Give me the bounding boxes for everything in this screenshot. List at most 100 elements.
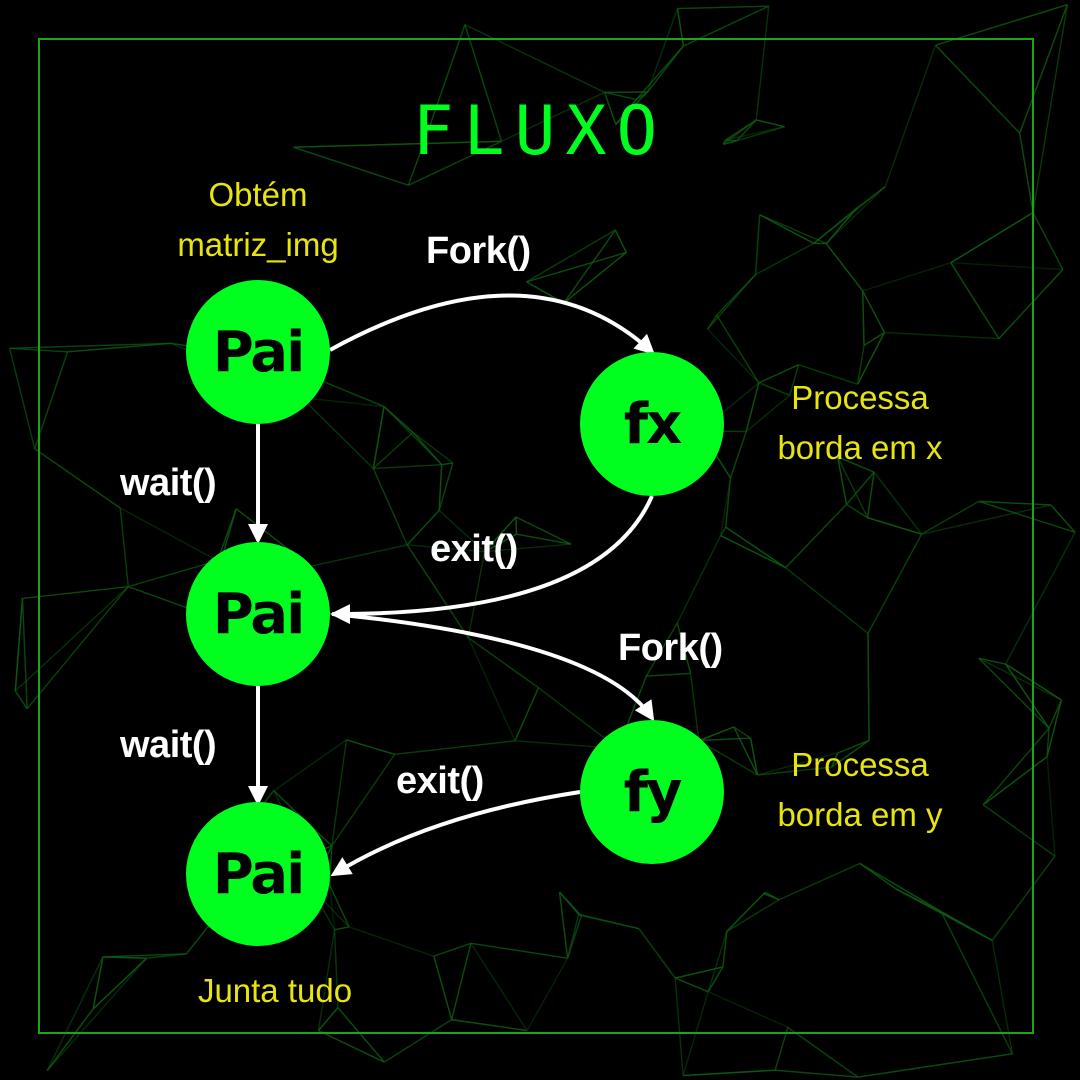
network-line bbox=[677, 5, 769, 10]
network-line bbox=[736, 126, 785, 142]
network-line bbox=[563, 229, 616, 304]
network-line bbox=[706, 314, 718, 330]
network-line bbox=[950, 261, 1063, 271]
network-line bbox=[578, 913, 640, 930]
network-line bbox=[1050, 504, 1076, 533]
network-line bbox=[674, 977, 709, 993]
network-line bbox=[982, 804, 1056, 857]
network-line bbox=[716, 273, 757, 316]
network-line bbox=[318, 1029, 385, 1063]
network-line bbox=[46, 956, 104, 1071]
network-line bbox=[978, 657, 1006, 665]
network-line bbox=[745, 382, 760, 432]
network-line bbox=[1032, 212, 1064, 270]
network-line bbox=[92, 956, 104, 1010]
network-line bbox=[689, 673, 700, 741]
network-line bbox=[566, 915, 582, 959]
network-line bbox=[470, 942, 568, 959]
network-line bbox=[328, 884, 336, 930]
network-line bbox=[837, 456, 875, 473]
network-line bbox=[982, 804, 1056, 857]
network-line bbox=[837, 739, 870, 754]
network-line bbox=[707, 966, 724, 993]
network-line bbox=[707, 931, 728, 992]
network-line bbox=[526, 251, 627, 283]
network-line bbox=[856, 345, 865, 385]
network-line bbox=[726, 893, 765, 932]
network-line bbox=[467, 551, 486, 638]
network-line bbox=[857, 332, 886, 385]
network-line bbox=[333, 929, 339, 1008]
network-line bbox=[884, 331, 999, 340]
network-line bbox=[438, 462, 454, 511]
network-line bbox=[846, 503, 868, 519]
network-line bbox=[754, 214, 761, 275]
network-line bbox=[789, 364, 800, 396]
network-line bbox=[467, 637, 516, 742]
network-line bbox=[845, 471, 875, 505]
network-line bbox=[337, 1007, 385, 1063]
network-line bbox=[1019, 4, 1068, 134]
network-line bbox=[759, 214, 827, 245]
caption-pai-top-line2: matriz_img bbox=[177, 226, 339, 263]
network-line bbox=[830, 752, 839, 768]
network-line bbox=[310, 544, 408, 568]
network-line bbox=[723, 140, 737, 145]
network-line bbox=[862, 262, 952, 292]
network-line bbox=[857, 1053, 1013, 1078]
network-line bbox=[982, 756, 1048, 806]
network-line bbox=[614, 229, 627, 253]
network-line bbox=[978, 500, 1076, 533]
network-line bbox=[515, 516, 518, 535]
network-line bbox=[615, 91, 649, 125]
network-line bbox=[1048, 699, 1063, 729]
network-line bbox=[759, 214, 815, 244]
network-line bbox=[866, 472, 875, 518]
network-line bbox=[451, 1018, 528, 1032]
network-line bbox=[991, 940, 1014, 1054]
network-line bbox=[758, 382, 791, 396]
network-line bbox=[720, 526, 727, 537]
network-line bbox=[862, 290, 886, 333]
edge-fork-fy-arrow bbox=[331, 612, 655, 722]
network-line bbox=[1005, 663, 1050, 729]
network-line bbox=[716, 314, 760, 384]
network-line bbox=[825, 186, 886, 245]
network-line bbox=[836, 456, 848, 505]
network-line bbox=[14, 598, 24, 692]
network-line bbox=[128, 560, 218, 588]
network-line bbox=[978, 500, 1051, 506]
network-line bbox=[372, 431, 414, 470]
network-line bbox=[603, 92, 617, 125]
network-line bbox=[34, 351, 69, 450]
network-line bbox=[645, 622, 678, 677]
network-line bbox=[978, 500, 1076, 533]
network-line bbox=[707, 991, 789, 1028]
network-line bbox=[675, 966, 724, 979]
network-line bbox=[758, 382, 791, 396]
caption-fx-line1: Processa bbox=[791, 379, 929, 416]
network-line bbox=[422, 24, 466, 144]
network-line bbox=[720, 526, 727, 537]
network-line bbox=[733, 726, 752, 739]
network-line bbox=[526, 229, 616, 283]
edge-label-fork-fx: Fork() bbox=[426, 230, 531, 272]
network-line bbox=[921, 500, 980, 535]
network-line bbox=[733, 726, 759, 776]
network-line bbox=[895, 888, 993, 942]
network-line bbox=[317, 929, 336, 1031]
network-line bbox=[764, 891, 780, 901]
network-line bbox=[982, 727, 1050, 806]
network-line bbox=[798, 364, 858, 385]
network-line bbox=[755, 242, 815, 276]
network-line bbox=[372, 406, 385, 469]
network-line bbox=[484, 543, 572, 553]
network-line bbox=[334, 926, 350, 931]
network-line bbox=[778, 862, 861, 901]
network-line bbox=[978, 657, 1050, 729]
network-line bbox=[787, 1026, 859, 1078]
network-line bbox=[34, 448, 121, 509]
network-line bbox=[433, 956, 453, 1020]
edge-exit-fx-arrow bbox=[330, 495, 654, 625]
